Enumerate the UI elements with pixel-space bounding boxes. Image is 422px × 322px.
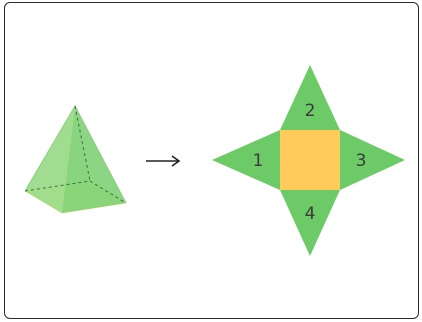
pyramid-net: 2 1 3 4 [212,65,405,256]
arrow-icon [146,155,181,167]
pyramid-face-left [25,106,75,213]
net-square-base [280,130,340,190]
pyramid-3d [24,104,127,214]
net-triangle-left [212,130,280,190]
net-triangle-top [280,65,340,130]
pyramid-hidden-edge-apex [74,105,91,182]
net-label-top: 2 [305,101,316,121]
net-triangle-right [340,130,405,190]
net-label-bottom: 4 [305,204,316,224]
net-label-right: 3 [356,151,367,171]
pyramid-face-right [62,106,126,213]
net-triangle-bottom [280,190,340,256]
pyramid-hidden-edge-back-left [24,180,91,192]
pyramid-hidden-edge-back-right [89,180,127,204]
net-label-left: 1 [253,151,264,171]
